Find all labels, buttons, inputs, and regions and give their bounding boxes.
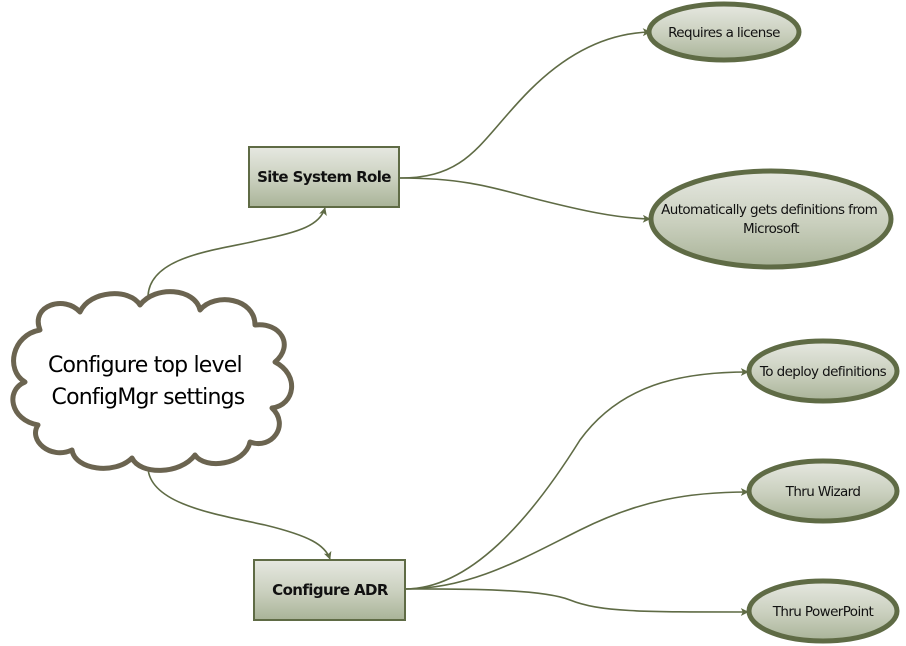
thru-powerpoint-node[interactable]: Thru PowerPoint: [746, 578, 900, 644]
auto-definitions-label: Automatically gets definitions from Micr…: [661, 202, 881, 237]
connectors: [147, 28, 749, 616]
site-system-role-label: Site System Role: [257, 168, 391, 186]
node-ellipse: [746, 578, 900, 644]
edge-site-role-to-requires-license: [399, 28, 651, 179]
node-ellipse: [648, 168, 894, 270]
edge-adr-to-thru-powerpoint: [404, 588, 749, 616]
node-box: [248, 146, 400, 208]
node-ellipse: [646, 1, 802, 63]
auto-definitions-node[interactable]: Automatically gets definitions from Micr…: [648, 168, 894, 270]
configure-adr-label: Configure ADR: [272, 581, 389, 599]
edge-adr-to-deploy-definitions: [404, 368, 749, 590]
configure-adr-node[interactable]: Configure ADR: [253, 559, 406, 621]
edge-adr-to-thru-wizard: [404, 488, 749, 590]
edge-root-to-site-system-role: [147, 207, 327, 297]
auto-definitions-line-2: Microsoft: [743, 221, 799, 237]
node-ellipse: [746, 338, 900, 404]
root-label: Configure top level ConfigMgr settings: [48, 353, 248, 410]
deploy-definitions-node[interactable]: To deploy definitions: [746, 338, 900, 404]
deploy-definitions-label: To deploy definitions: [759, 364, 887, 380]
node-ellipse: [746, 458, 900, 524]
edge-site-role-to-auto-definitions: [399, 177, 651, 223]
node-box: [253, 559, 406, 621]
thru-wizard-node[interactable]: Thru Wizard: [746, 458, 900, 524]
requires-license-label: Requires a license: [668, 25, 780, 41]
auto-definitions-line-1: Automatically gets definitions from: [661, 202, 877, 218]
edge-root-to-configure-adr: [147, 467, 332, 560]
requires-license-node[interactable]: Requires a license: [646, 1, 802, 63]
site-system-role-node[interactable]: Site System Role: [248, 146, 400, 208]
root-label-line-2: ConfigMgr settings: [52, 385, 245, 410]
root-label-line-1: Configure top level: [48, 353, 242, 378]
root-cloud-node[interactable]: Configure top level ConfigMgr settings: [10, 289, 294, 473]
thru-powerpoint-label: Thru PowerPoint: [772, 604, 874, 620]
thru-wizard-label: Thru Wizard: [785, 484, 861, 500]
cloud-shape: [10, 289, 294, 473]
